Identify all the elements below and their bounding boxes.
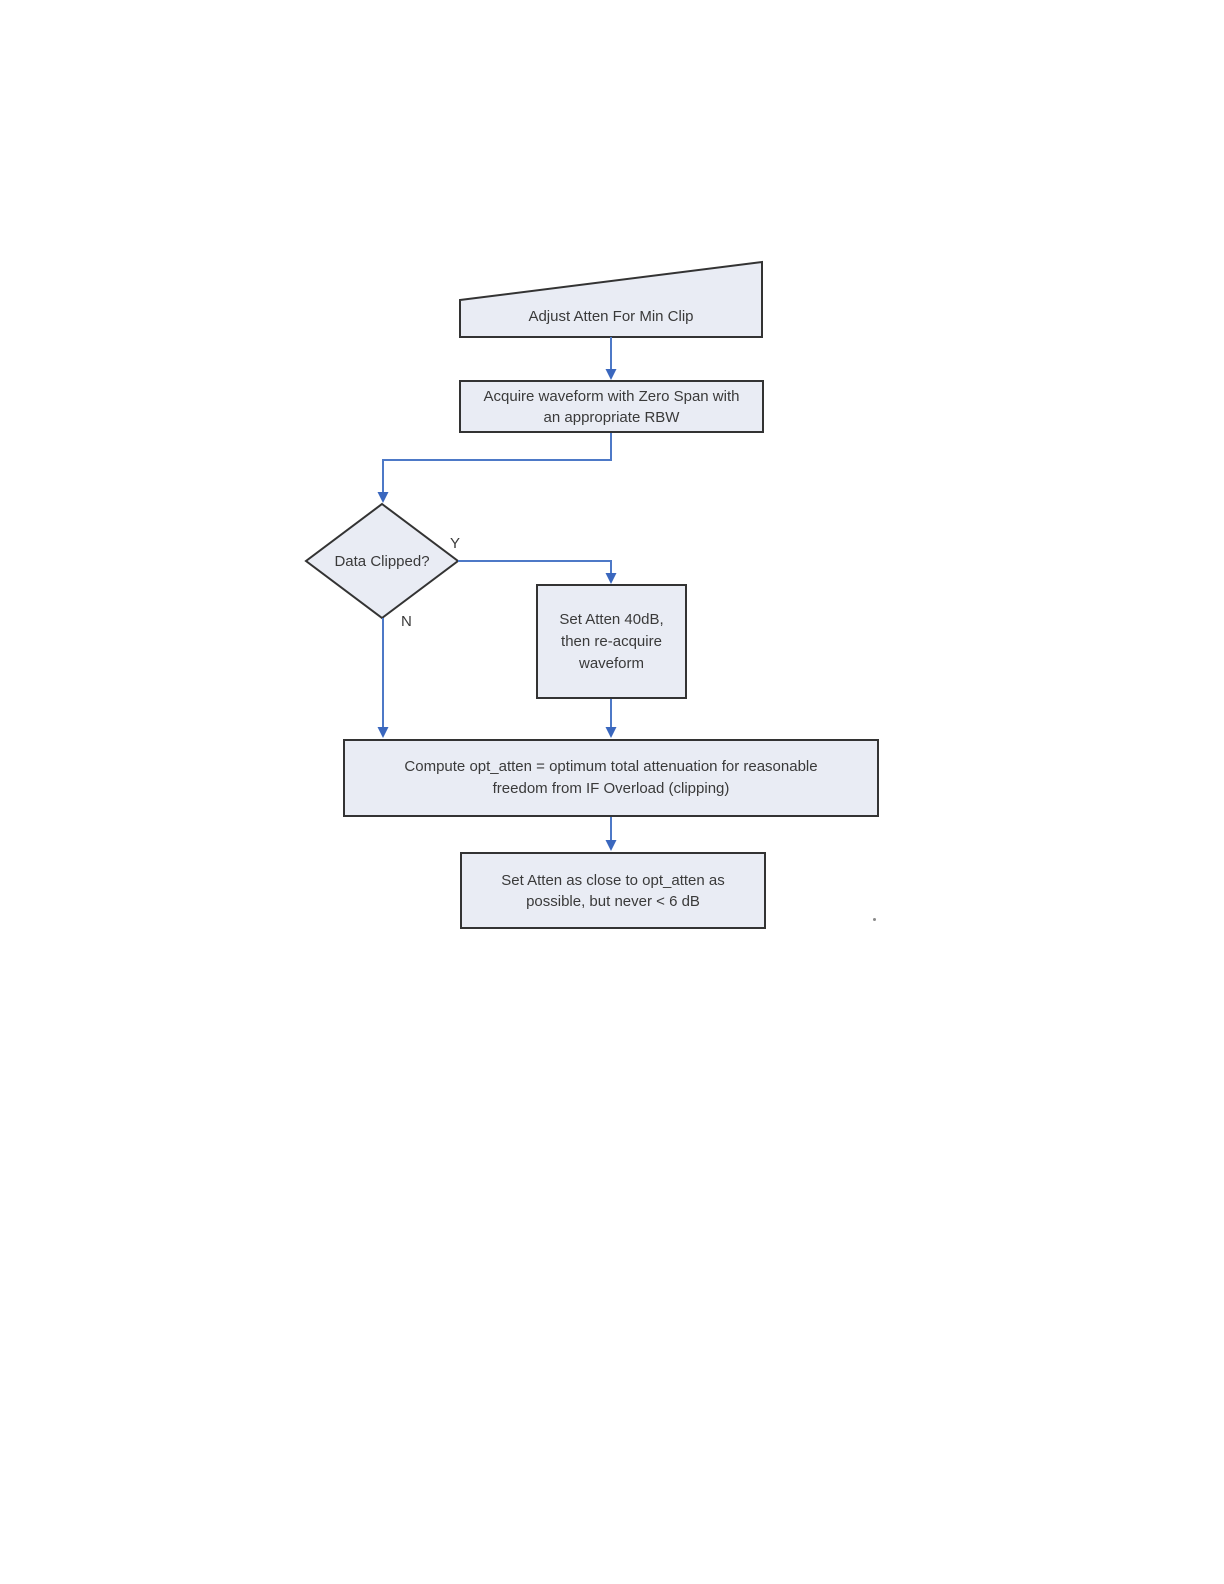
arrowhead-decision-no <box>377 727 389 738</box>
start-node-label: Adjust Atten For Min Clip <box>528 308 694 325</box>
start-node-label-box: Adjust Atten For Min Clip <box>460 296 762 337</box>
edge-label-no: N <box>401 613 412 630</box>
node-set40-line-3: waveform <box>578 654 645 672</box>
connector-decision-yes <box>458 560 612 573</box>
arrowhead-acquire-to-decision <box>377 492 389 503</box>
arrowhead-set40-to-compute <box>605 727 617 738</box>
node-data-clipped-label-box: Data Clipped? <box>306 504 458 618</box>
node-set-atten-close: Set Atten as close to opt_atten as possi… <box>460 852 766 929</box>
arrowhead-decision-yes <box>605 573 617 584</box>
node-compute-line-1: Compute opt_atten = optimum total attenu… <box>404 758 818 775</box>
node-compute-line-2: freedom from IF Overload (clipping) <box>492 780 730 797</box>
edge-label-yes: Y <box>450 535 461 552</box>
stray-dot-artifact <box>873 918 876 921</box>
node-acquire-waveform: Acquire waveform with Zero Span with an … <box>459 380 764 433</box>
node-set-atten-40db: Set Atten 40dB, then re-acquire waveform <box>536 584 687 699</box>
node-compute-opt-atten: Compute opt_atten = optimum total attenu… <box>343 739 879 817</box>
node-final-line-1: Set Atten as close to opt_atten as <box>501 871 725 889</box>
node-final-line-2: possible, but never < 6 dB <box>526 892 700 910</box>
arrowhead-compute-to-final <box>605 840 617 851</box>
node-acquire-line-1: Acquire waveform with Zero Span with <box>483 387 740 405</box>
node-data-clipped-label: Data Clipped? <box>334 552 430 570</box>
start-flag-shape <box>459 260 763 338</box>
node-set40-line-2: then re-acquire <box>561 632 662 650</box>
connector-acquire-to-decision <box>382 433 612 492</box>
node-set40-line-1: Set Atten 40dB, <box>559 610 664 628</box>
arrowhead-start-to-acquire <box>605 369 617 380</box>
node-acquire-line-2: an appropriate RBW <box>543 408 680 426</box>
